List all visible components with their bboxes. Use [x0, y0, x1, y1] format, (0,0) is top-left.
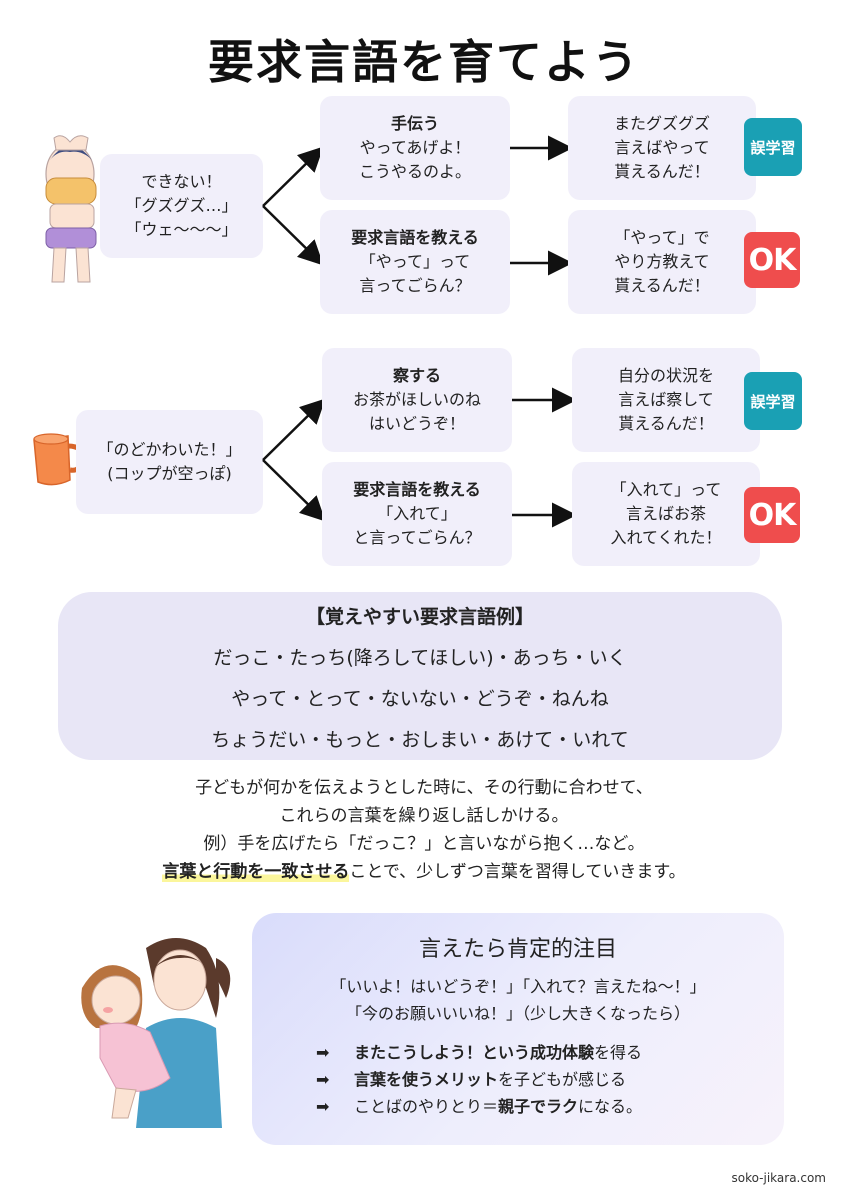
explanation-paragraph: 子どもが何かを伝えようとした時に、その行動に合わせて、 これらの言葉を繰り返し話…	[0, 774, 848, 886]
response-title: 手伝う	[390, 114, 439, 133]
mother-hugging-child-illustration	[81, 938, 231, 1128]
paragraph-line: 言葉と行動を一致させることで、少しずつ言葉を習得していきます。	[162, 862, 686, 882]
praise-quote: 「いいよ！はいどうぞ！」「入れて？言えたね〜！」	[330, 977, 706, 996]
result-box-2b: 「入れて」って 言えばお茶 入れてくれた！	[572, 462, 760, 566]
result-box-1a: またグズグズ 言えばやって 貰えるんだ！	[568, 96, 756, 200]
result-line: 貰えるんだ！	[614, 162, 710, 181]
response-box-teach-1: 要求言語を教える 「やって」って 言ってごらん？	[320, 210, 510, 314]
benefit-item: ➡ことばのやりとり＝親子でラクになる。	[316, 1093, 784, 1120]
result-line: 言えば察して	[618, 390, 714, 409]
situation-line: (コップが空っぽ)	[107, 464, 232, 483]
arrow-right-icon: ➡	[316, 1097, 330, 1116]
examples-heading: 【覚えやすい要求言語例】	[305, 606, 534, 628]
result-line: またグズグズ	[613, 114, 710, 133]
mug-icon	[33, 433, 85, 486]
response-line: こうやるのよ。	[358, 162, 471, 181]
branch-arrows-2	[262, 387, 577, 528]
situation-line: できない！	[141, 172, 222, 191]
result-line: 貰えるんだ！	[618, 414, 714, 433]
response-line: はいどうぞ！	[368, 414, 465, 433]
response-box-guess: 察する お茶がほしいのね はいどうぞ！	[322, 348, 512, 452]
result-line: 「入れて」って	[610, 480, 722, 499]
examples-line: やって・とって・ないない・どうぞ・ねんね	[231, 688, 609, 710]
situation-line: 「のどかわいた！」	[97, 440, 242, 459]
result-line: やり方教えて	[614, 252, 710, 271]
result-line: 入れてくれた！	[610, 528, 722, 547]
result-box-1b: 「やって」で やり方教えて 貰えるんだ！	[568, 210, 756, 314]
arrow-right-icon: ➡	[316, 1070, 330, 1089]
result-line: 言えばお茶	[625, 504, 706, 523]
examples-panel: 【覚えやすい要求言語例】 だっこ・たっち(降ろしてほしい)・あっち・いく やって…	[58, 592, 782, 760]
benefit-item: ➡言葉を使うメリットを子どもが感じる	[316, 1066, 784, 1093]
page-title: 要求言語を育てよう	[208, 35, 640, 89]
response-title: 察する	[392, 366, 441, 385]
mislearning-badge: 誤学習	[744, 118, 802, 176]
response-box-teach-2: 要求言語を教える 「入れて」 と言ってごらん？	[322, 462, 512, 566]
arrow-right-icon: ➡	[316, 1043, 330, 1062]
highlight-text: 言葉と行動を一致させる	[162, 862, 350, 882]
site-url: soko-jikara.com	[731, 1171, 827, 1185]
result-line: 「やって」で	[614, 228, 710, 247]
mislearning-badge: 誤学習	[744, 372, 802, 430]
paragraph-line: これらの言葉を繰り返し話しかける。	[279, 806, 569, 826]
paragraph-line: 子どもが何かを伝えようとした時に、その行動に合わせて、	[195, 778, 653, 798]
situation-box-1: できない！ 「グズグズ…」 「ウェ〜〜〜」	[100, 154, 263, 258]
result-line: 自分の状況を	[617, 366, 714, 385]
praise-quote: 「今のお願いいいね！」（少し大きくなったら）	[345, 1004, 690, 1023]
result-line: 言えばやって	[614, 138, 710, 157]
praise-heading: 言えたら肯定的注目	[418, 937, 617, 962]
examples-line: ちょうだい・もっと・おしまい・あけて・いれて	[211, 729, 629, 751]
response-line: 「入れて」	[377, 504, 457, 523]
situation-line: 「グズグズ…」	[125, 196, 238, 215]
situation-line: 「ウェ〜〜〜」	[125, 220, 238, 239]
response-line: と言ってごらん？	[353, 528, 481, 547]
branch-arrows-1	[262, 135, 573, 276]
crying-child-illustration	[45, 135, 97, 283]
response-line: お茶がほしいのね	[352, 390, 481, 409]
response-line: 「やって」って	[359, 252, 471, 271]
examples-line: だっこ・たっち(降ろしてほしい)・あっち・いく	[213, 647, 627, 669]
ok-badge: OK	[744, 232, 800, 288]
response-line: 言ってごらん？	[359, 276, 471, 295]
benefit-item: ➡またこうしよう！という成功体験を得る	[316, 1039, 784, 1066]
response-box-help: 手伝う やってあげよ！ こうやるのよ。	[320, 96, 510, 200]
situation-box-2: 「のどかわいた！」 (コップが空っぽ)	[76, 410, 263, 514]
result-box-2a: 自分の状況を 言えば察して 貰えるんだ！	[572, 348, 760, 452]
response-title: 要求言語を教える	[351, 228, 479, 247]
response-line: やってあげよ！	[359, 138, 471, 157]
result-line: 貰えるんだ！	[614, 276, 710, 295]
praise-panel: 言えたら肯定的注目 「いいよ！はいどうぞ！」「入れて？言えたね〜！」 「今のお願…	[252, 913, 784, 1145]
paragraph-line: 例）手を広げたら「だっこ？」と言いながら抱く…など。	[203, 834, 645, 854]
ok-badge: OK	[744, 487, 800, 543]
response-title: 要求言語を教える	[353, 480, 481, 499]
